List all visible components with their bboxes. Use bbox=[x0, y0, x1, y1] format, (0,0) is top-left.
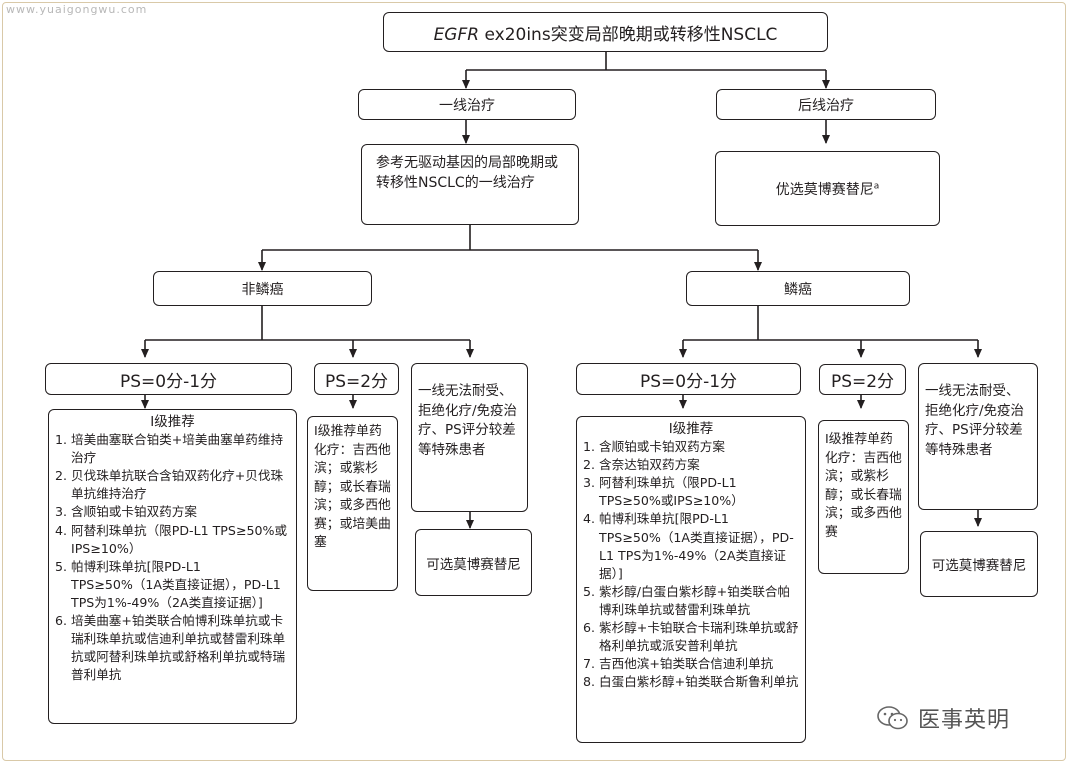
recommend-item: 8.白蛋白紫杉醇+铂类联合斯鲁利单抗 bbox=[583, 673, 799, 691]
nonsq-ps2-recommend-box: I级推荐单药化疗：吉西他滨；或紫杉醇；或长春瑞滨；或多西他赛；或培美曲塞 bbox=[307, 416, 398, 591]
later-line-box: 后线治疗 bbox=[716, 89, 936, 120]
nonsq-alt-box: 可选莫博赛替尼 bbox=[415, 529, 532, 596]
item-text: 吉西他滨+铂类联合信迪利单抗 bbox=[599, 656, 774, 672]
item-text: 阿替利珠单抗（限PD-L1 TPS≥50%或IPS≥10%） bbox=[599, 475, 744, 509]
first-line-label: 一线治疗 bbox=[439, 97, 495, 114]
sq-ps01-label: PS=0分-1分 bbox=[639, 371, 738, 392]
item-text: 含顺铂或卡铂双药方案 bbox=[599, 439, 725, 455]
watermark: www.yuaigongwu.com bbox=[6, 3, 148, 16]
sq-ps01-header: I级推荐 bbox=[668, 421, 714, 437]
nonsq-ps01-label: PS=0分-1分 bbox=[119, 371, 218, 392]
later-line-label: 后线治疗 bbox=[798, 97, 854, 114]
recommend-item: 6.紫杉醇+卡铂联合卡瑞利珠单抗或舒格利单抗或派安普利单抗 bbox=[583, 619, 799, 655]
item-text: 帕博利珠单抗[限PD-L1 TPS≥50%（1A类直接证据），PD-L1 TPS… bbox=[71, 558, 281, 610]
item-text: 贝伐珠单抗联合含铂双药化疗+贝伐珠单抗维持治疗 bbox=[71, 468, 284, 502]
item-text: 白蛋白紫杉醇+铂类联合斯鲁利单抗 bbox=[599, 674, 799, 690]
recommend-item: 4.阿替利珠单抗（限PD-L1 TPS≥50%或IPS≥10%） bbox=[55, 522, 290, 558]
nonsq-ps2-label: PS=2分 bbox=[324, 371, 389, 392]
item-number: 6. bbox=[55, 613, 68, 629]
later-line-pref-sup: a bbox=[873, 180, 880, 191]
later-line-pref-box: 优选莫博赛替尼a bbox=[715, 151, 940, 226]
sq-ps2-box: PS=2分 bbox=[819, 364, 906, 395]
nonsq-ps01-box: PS=0分-1分 bbox=[45, 363, 292, 395]
item-number: 2. bbox=[55, 468, 68, 484]
recommend-item: 4.帕博利珠单抗[限PD-L1 TPS≥50%（1A类直接证据），PD-L1 T… bbox=[583, 510, 799, 582]
recommend-item: 3.含顺铂或卡铂双药方案 bbox=[55, 503, 290, 521]
item-number: 3. bbox=[583, 475, 596, 491]
recommend-item: 6.培美曲塞+铂类联合帕博利珠单抗或卡瑞利珠单抗或信迪利单抗或替雷利珠单抗或阿替… bbox=[55, 612, 290, 684]
first-line-ref-box: 参考无驱动基因的局部晚期或转移性NSCLC的一线治疗 bbox=[361, 144, 579, 225]
sq-alt-box: 可选莫博赛替尼 bbox=[920, 531, 1038, 597]
item-number: 4. bbox=[55, 522, 68, 538]
sq-special-text: 一线无法耐受、拒绝化疗/免疫治疗、PS评分较差等特殊患者 bbox=[925, 383, 1025, 458]
nonsquamous-label: 非鳞癌 bbox=[241, 281, 284, 298]
item-text: 培美曲塞联合铂类+培美曲塞单药维持治疗 bbox=[71, 432, 284, 466]
sq-ps2-text: I级推荐单药化疗：吉西他滨；或紫杉醇；或长春瑞滨；或多西他赛 bbox=[825, 432, 902, 540]
item-number: 6. bbox=[583, 620, 596, 636]
sq-ps2-label: PS=2分 bbox=[830, 372, 895, 392]
squamous-label: 鳞癌 bbox=[784, 281, 812, 298]
item-text: 含奈达铂双药方案 bbox=[599, 457, 700, 473]
item-number: 2. bbox=[583, 457, 596, 473]
root-gene: EGFR bbox=[433, 24, 480, 45]
nonsq-ps2-text: I级推荐单药化疗：吉西他滨；或紫杉醇；或长春瑞滨；或多西他赛；或培美曲塞 bbox=[314, 424, 391, 550]
brand-logo: 医事英明 bbox=[876, 705, 1011, 733]
nonsq-special-text: 一线无法耐受、拒绝化疗/免疫治疗、PS评分较差等特殊患者 bbox=[418, 383, 518, 458]
item-text: 紫杉醇/白蛋白紫杉醇+铂类联合帕博利珠单抗或替雷利珠单抗 bbox=[599, 583, 791, 617]
item-number: 3. bbox=[55, 504, 68, 520]
sq-ps2-recommend-box: I级推荐单药化疗：吉西他滨；或紫杉醇；或长春瑞滨；或多西他赛 bbox=[818, 420, 909, 574]
item-number: 8. bbox=[583, 674, 596, 690]
item-number: 1. bbox=[55, 432, 68, 448]
root-text: ex20ins突变局部晚期或转移性NSCLC bbox=[479, 24, 778, 45]
item-number: 5. bbox=[55, 558, 68, 574]
sq-ps01-box: PS=0分-1分 bbox=[576, 363, 801, 395]
wechat-icon bbox=[877, 706, 908, 730]
recommend-item: 1.含顺铂或卡铂双药方案 bbox=[583, 438, 799, 456]
first-line-ref-text: 参考无驱动基因的局部晚期或转移性NSCLC的一线治疗 bbox=[376, 155, 558, 191]
item-text: 培美曲塞+铂类联合帕博利珠单抗或卡瑞利珠单抗或信迪利单抗或替雷利珠单抗或阿替利珠… bbox=[71, 613, 286, 683]
item-number: 4. bbox=[583, 511, 596, 527]
recommend-item: 1.培美曲塞联合铂类+培美曲塞单药维持治疗 bbox=[55, 431, 290, 467]
recommend-item: 3.阿替利珠单抗（限PD-L1 TPS≥50%或IPS≥10%） bbox=[583, 474, 799, 510]
item-text: 帕博利珠单抗[限PD-L1 TPS≥50%（1A类直接证据），PD-L1 TPS… bbox=[599, 511, 794, 581]
recommend-item: 7.吉西他滨+铂类联合信迪利单抗 bbox=[583, 655, 799, 673]
recommend-item: 2.贝伐珠单抗联合含铂双药化疗+贝伐珠单抗维持治疗 bbox=[55, 467, 290, 503]
nonsq-ps01-header: I级推荐 bbox=[150, 414, 195, 430]
recommend-item: 5.紫杉醇/白蛋白紫杉醇+铂类联合帕博利珠单抗或替雷利珠单抗 bbox=[583, 583, 799, 619]
nonsq-special-box: 一线无法耐受、拒绝化疗/免疫治疗、PS评分较差等特殊患者 bbox=[411, 363, 528, 512]
recommend-item: 5.帕博利珠单抗[限PD-L1 TPS≥50%（1A类直接证据），PD-L1 T… bbox=[55, 558, 290, 612]
item-text: 含顺铂或卡铂双药方案 bbox=[71, 504, 197, 520]
nonsq-alt-text: 可选莫博赛替尼 bbox=[426, 556, 521, 573]
recommend-item: 2.含奈达铂双药方案 bbox=[583, 456, 799, 474]
item-number: 1. bbox=[583, 439, 596, 455]
root-box: EGFR ex20ins突变局部晚期或转移性NSCLC bbox=[383, 12, 828, 52]
item-number: 5. bbox=[583, 583, 596, 599]
sq-alt-text: 可选莫博赛替尼 bbox=[931, 558, 1027, 574]
sq-special-box: 一线无法耐受、拒绝化疗/免疫治疗、PS评分较差等特殊患者 bbox=[918, 363, 1038, 510]
later-line-pref-text: 优选莫博赛替尼 bbox=[775, 181, 874, 198]
first-line-box: 一线治疗 bbox=[358, 89, 576, 120]
item-number: 7. bbox=[583, 656, 596, 672]
nonsq-ps2-box: PS=2分 bbox=[314, 363, 399, 395]
squamous-box: 鳞癌 bbox=[686, 271, 910, 306]
brand-name: 医事英明 bbox=[918, 708, 1011, 733]
nonsquamous-box: 非鳞癌 bbox=[153, 271, 372, 306]
item-text: 紫杉醇+卡铂联合卡瑞利珠单抗或舒格利单抗或派安普利单抗 bbox=[599, 620, 799, 654]
item-text: 阿替利珠单抗（限PD-L1 TPS≥50%或IPS≥10%） bbox=[71, 522, 288, 556]
